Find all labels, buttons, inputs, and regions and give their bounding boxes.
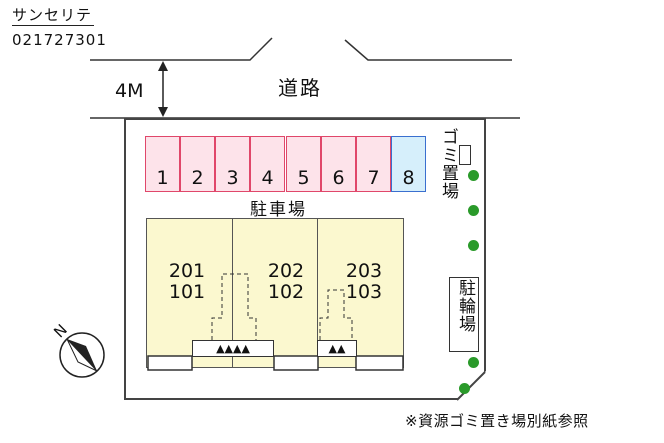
bicycle-parking-label-text: 駐輪場 <box>455 279 475 333</box>
parking-stall: 7 <box>356 136 391 192</box>
unit-upper-number: 202 <box>267 260 305 282</box>
parking-stall: 2 <box>180 136 215 192</box>
parking-stall: 4 <box>250 136 285 192</box>
tree-icon <box>468 357 479 368</box>
tree-icon <box>468 205 479 216</box>
tree-icon <box>468 240 479 251</box>
unit-lower-number: 103 <box>345 281 383 303</box>
entrance-marks-right: ▲▲ <box>317 340 357 357</box>
parking-stall: 5 <box>286 136 321 192</box>
unit-label-3: 203 103 <box>334 261 394 303</box>
entrance-marks-left: ▲▲▲▲ <box>192 340 274 357</box>
unit-lower-number: 101 <box>168 281 206 303</box>
unit-label-2: 202 102 <box>256 261 316 303</box>
road-width-label: 4M <box>115 80 144 102</box>
unit-upper-number: 203 <box>345 260 383 282</box>
tree-icon <box>459 383 470 394</box>
bicycle-parking-label: 駐輪場 <box>454 279 475 339</box>
garbage-bin-icon <box>459 145 471 165</box>
wall-strip <box>355 355 404 371</box>
parking-stall-highlighted: 8 <box>391 136 426 192</box>
footer-note: ※資源ゴミ置き場別紙参照 <box>405 412 589 430</box>
parking-stall: 3 <box>215 136 250 192</box>
parking-stall: 1 <box>145 136 180 192</box>
road-edge-upper-right <box>344 39 512 61</box>
road-label: 道路 <box>278 76 322 100</box>
unit-lower-number: 102 <box>267 281 305 303</box>
road-edge-upper-left <box>90 37 273 61</box>
stair-outline <box>319 289 353 340</box>
parking-label: 駐車場 <box>250 200 307 220</box>
garbage-area-label-text: ゴミ置場 <box>438 128 458 200</box>
property-code: 021727301 <box>12 31 107 49</box>
parking-stall: 6 <box>321 136 356 192</box>
unit-upper-number: 201 <box>168 260 206 282</box>
arrow-up-icon <box>158 61 168 71</box>
arrow-down-icon <box>158 107 168 117</box>
bicycle-parking-area <box>449 277 479 352</box>
garbage-area-label: ゴミ置場 <box>437 128 458 206</box>
wall-strip <box>147 355 193 371</box>
stair-outline <box>211 273 257 340</box>
property-name: サンセリテ <box>12 6 95 26</box>
tree-icon <box>468 170 479 181</box>
wall-strip <box>273 355 319 371</box>
unit-label-1: 201 101 <box>157 261 217 303</box>
